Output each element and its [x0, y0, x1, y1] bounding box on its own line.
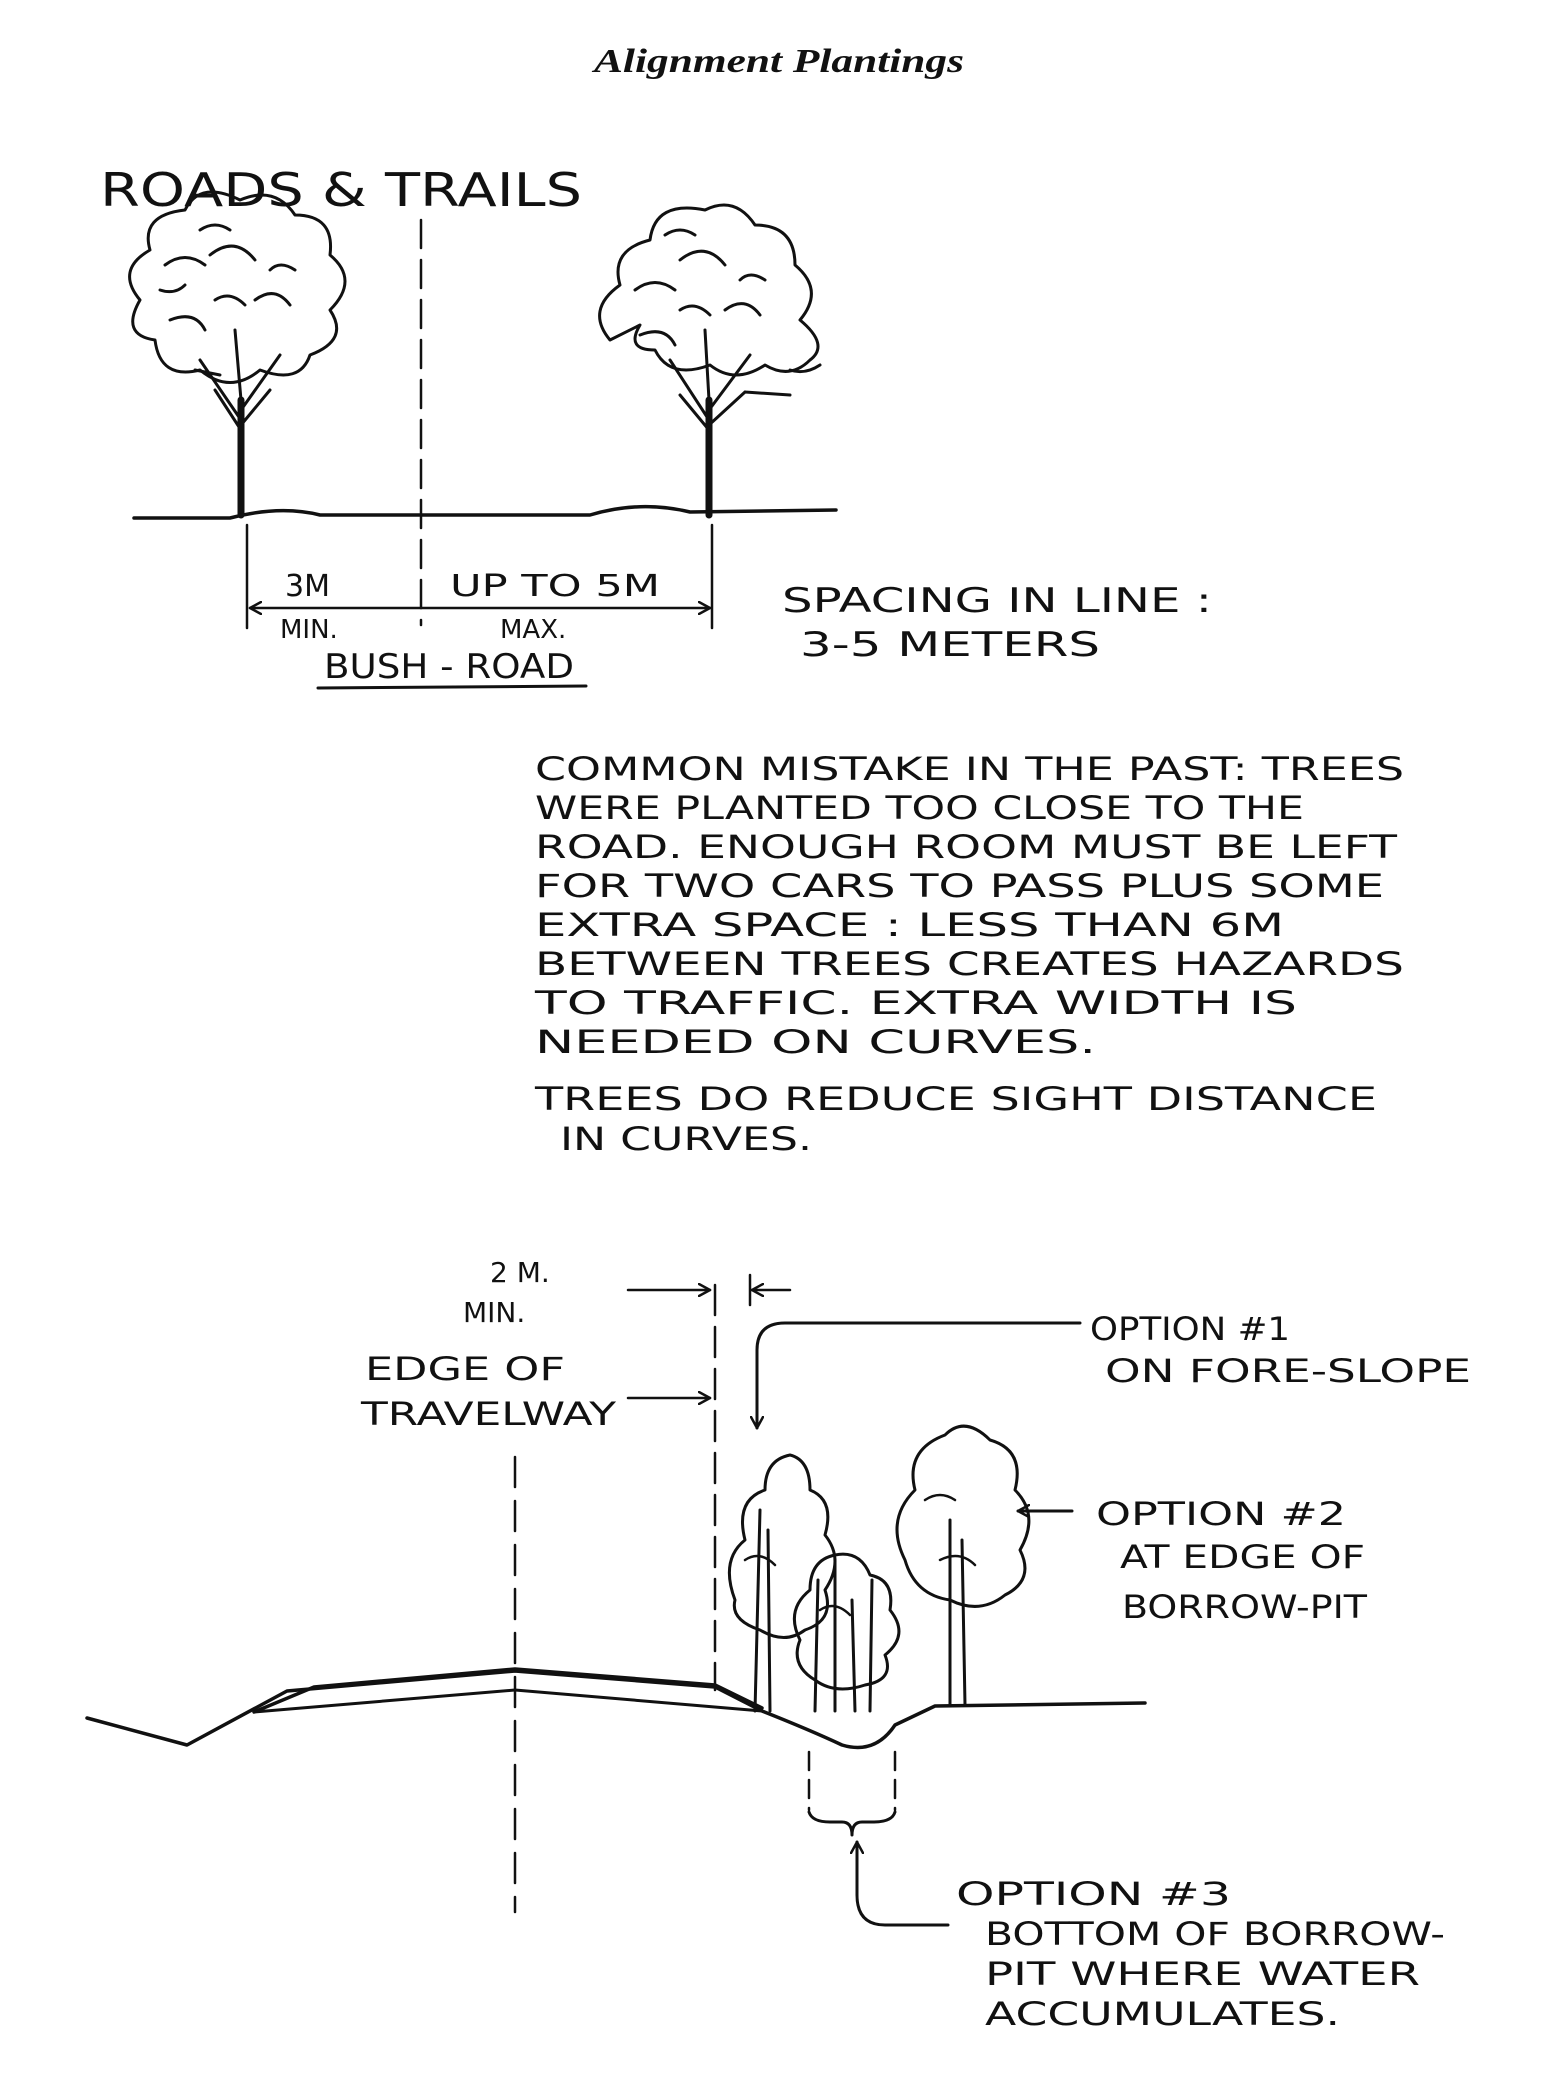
trees-group	[727, 1424, 1031, 1713]
option3-desc1: BOTTOM OF BORROW-	[985, 1915, 1445, 1953]
caption-underline	[316, 684, 588, 690]
road-surface	[252, 1667, 764, 1714]
option1-desc: ON FORE-SLOPE	[1105, 1352, 1471, 1390]
section-heading: ROADS & TRAILS	[100, 163, 582, 217]
bush-road-caption: BUSH - ROAD	[324, 647, 574, 687]
note-paragraph: COMMON MISTAKE IN THE PAST: TREES WERE P…	[533, 750, 1404, 1158]
note-line: NEEDED ON CURVES.	[535, 1023, 1096, 1061]
dim-up-to-5m: UP TO 5M	[450, 569, 660, 604]
note-line: WERE PLANTED TOO CLOSE TO THE	[535, 789, 1304, 827]
edge-of-travelway-2: TRAVELWAY	[360, 1395, 617, 1433]
option3-title: OPTION #3	[956, 1875, 1231, 1913]
note-line: EXTRA SPACE : LESS THAN 6M	[535, 906, 1284, 944]
spacing-value: 3-5 METERS	[800, 625, 1100, 665]
option1-title: OPTION #1	[1090, 1310, 1290, 1348]
dim-max: MAX.	[500, 615, 566, 645]
note-line: IN CURVES.	[560, 1120, 812, 1158]
dim-2m-min: MIN.	[463, 1296, 525, 1329]
road-base	[252, 1688, 764, 1714]
dim-3m: 3M	[285, 569, 330, 604]
page-title: Alignment Plantings	[591, 43, 964, 80]
note-line: FOR TWO CARS TO PASS PLUS SOME	[535, 867, 1384, 905]
option2-desc1: AT EDGE OF	[1120, 1538, 1365, 1576]
note-line: BETWEEN TREES CREATES HAZARDS	[535, 945, 1404, 983]
option2-title: OPTION #2	[1096, 1495, 1346, 1533]
spacing-label: SPACING IN LINE :	[782, 581, 1212, 621]
option1-arrow	[757, 1321, 1082, 1430]
tree-left	[128, 190, 347, 519]
dim-2m: 2 M.	[490, 1256, 550, 1289]
note-line: COMMON MISTAKE IN THE PAST: TREES	[535, 750, 1404, 788]
option3-desc3: ACCUMULATES.	[985, 1995, 1340, 2033]
borrow-pit-brace	[807, 1810, 897, 1837]
ground-line-top	[132, 504, 838, 520]
borrow-pit-bracket	[807, 1750, 897, 1812]
note-line: TREES DO REDUCE SIGHT DISTANCE	[534, 1080, 1377, 1118]
note-line: TO TRAFFIC. EXTRA WIDTH IS	[533, 984, 1297, 1022]
tree-right	[598, 203, 822, 519]
ground-profile	[85, 1669, 1147, 1750]
dim-min: MIN.	[280, 615, 338, 645]
option3-desc2: PIT WHERE WATER	[985, 1955, 1420, 1993]
note-line: ROAD. ENOUGH ROOM MUST BE LEFT	[535, 828, 1398, 866]
option2-desc2: BORROW-PIT	[1122, 1588, 1368, 1626]
option3-arrow	[857, 1840, 950, 1927]
edge-of-travelway-1: EDGE OF	[365, 1350, 565, 1388]
